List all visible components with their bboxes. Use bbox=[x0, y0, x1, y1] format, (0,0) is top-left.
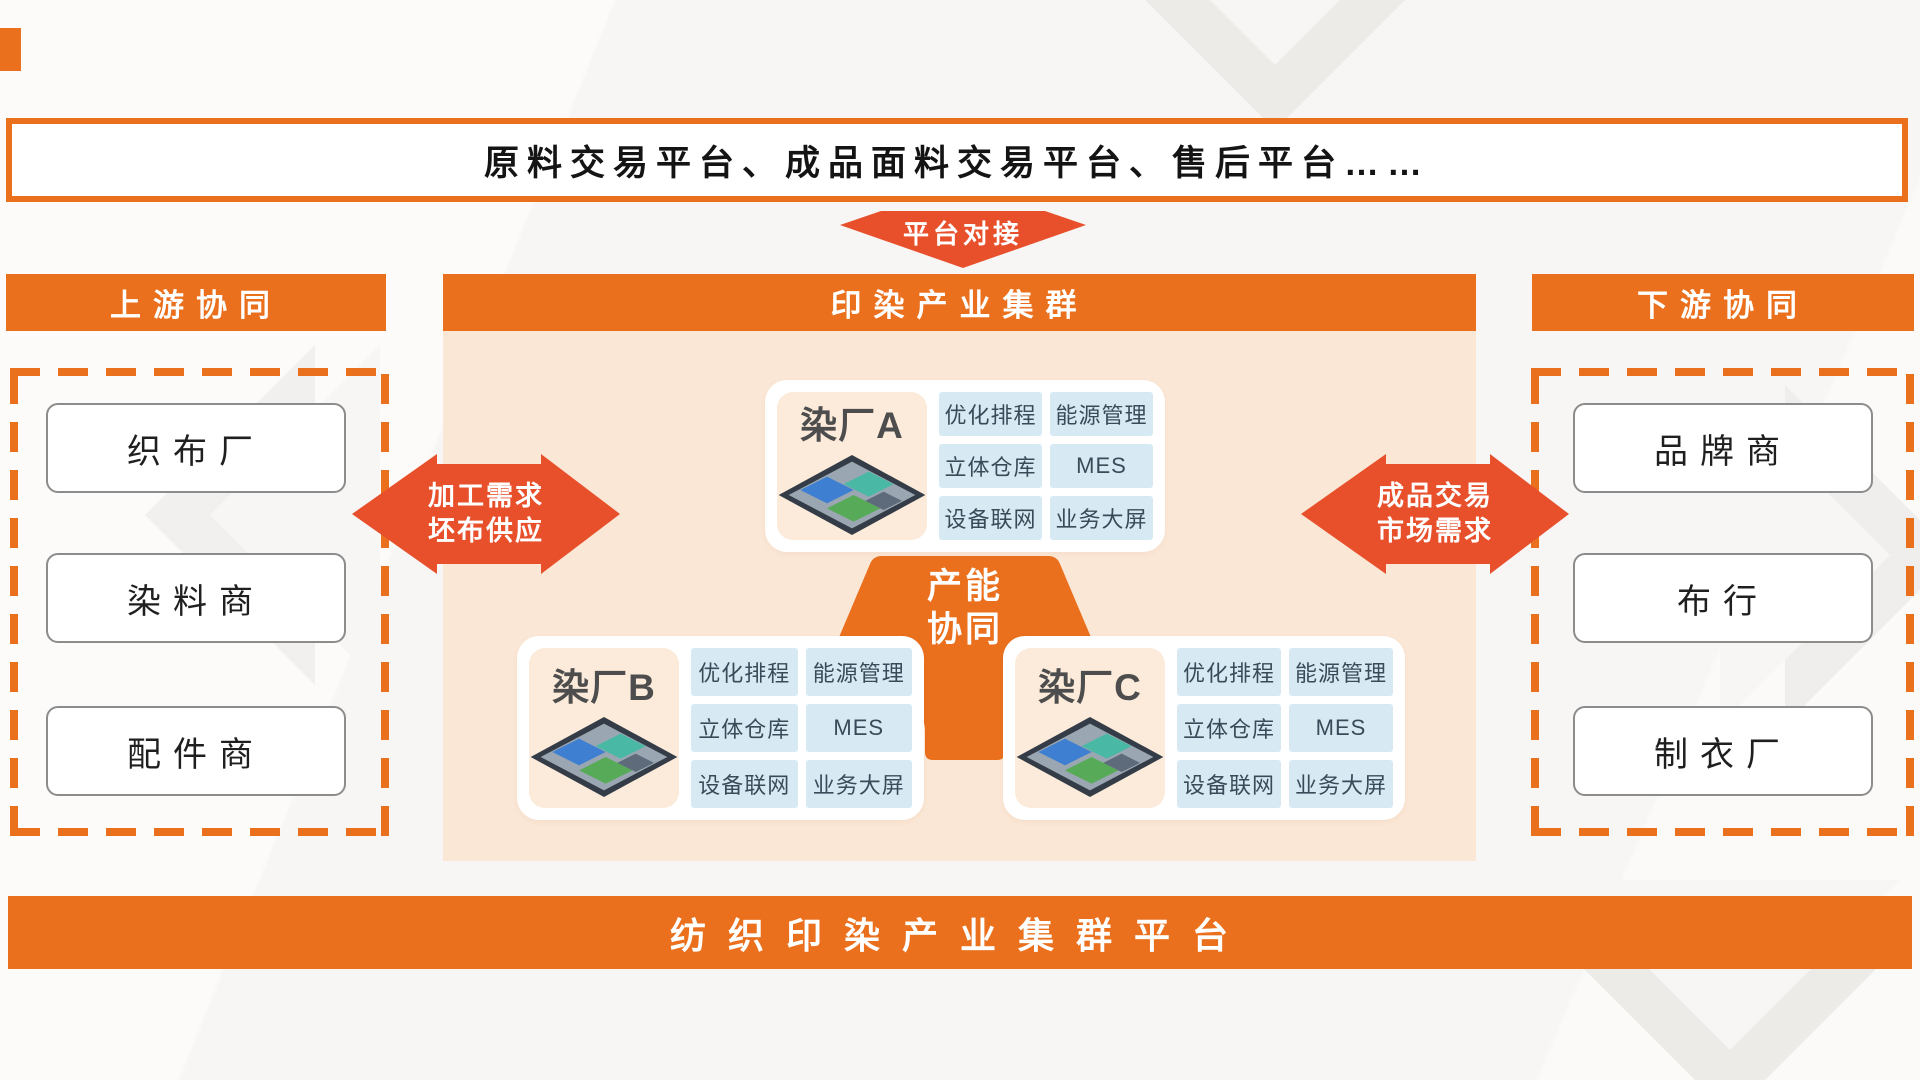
capability-tag: 业务大屏 bbox=[1050, 496, 1153, 540]
platform-connect-arrow: 平台对接 bbox=[840, 211, 1086, 268]
down-arrow-icon bbox=[840, 211, 1086, 268]
capability-tag: 设备联网 bbox=[939, 496, 1042, 540]
capacity-line2: 协同 bbox=[926, 610, 1003, 649]
cluster-header-label: 印染产业集群 bbox=[830, 288, 1089, 323]
capability-tag: 立体仓库 bbox=[1177, 704, 1281, 752]
background-chevron bbox=[1105, 0, 1445, 130]
downstream-header: 下游协同 bbox=[1532, 274, 1914, 331]
capability-tag: 业务大屏 bbox=[1289, 760, 1393, 808]
entity-label: 布行 bbox=[1677, 582, 1769, 621]
factory-tags: 优化排程 能源管理 立体仓库 MES 设备联网 业务大屏 bbox=[691, 648, 912, 808]
entity-label: 织布厂 bbox=[127, 432, 265, 471]
platform-bottom-label: 纺织印染产业集群平台 bbox=[669, 914, 1250, 956]
upstream-header-label: 上游协同 bbox=[110, 288, 282, 323]
flow-line2: 市场需求 bbox=[1377, 516, 1493, 546]
entity-dye-supplier: 染料商 bbox=[46, 553, 346, 643]
capability-tag: MES bbox=[805, 704, 912, 752]
downstream-header-label: 下游协同 bbox=[1637, 288, 1809, 323]
capability-tag: 优化排程 bbox=[691, 648, 798, 696]
capacity-line1: 产能 bbox=[926, 567, 1003, 606]
capability-tag: 能源管理 bbox=[805, 648, 912, 696]
platform-bottom-bar: 纺织印染产业集群平台 bbox=[8, 896, 1912, 969]
factory-tags: 优化排程 能源管理 立体仓库 MES 设备联网 业务大屏 bbox=[1177, 648, 1393, 808]
factory-name: 染厂C bbox=[1038, 667, 1142, 708]
capability-tag: MES bbox=[1289, 704, 1393, 752]
capability-tag: 设备联网 bbox=[691, 760, 798, 808]
entity-garment-factory: 制衣厂 bbox=[1573, 706, 1873, 796]
platform-connect-label: 平台对接 bbox=[902, 219, 1023, 249]
entity-fabric-trader: 布行 bbox=[1573, 553, 1873, 643]
cluster-header: 印染产业集群 bbox=[443, 274, 1476, 331]
capability-tag: 业务大屏 bbox=[805, 760, 912, 808]
downstream-flow-label: 成品交易 市场需求 bbox=[1295, 450, 1575, 578]
external-platforms-text: 原料交易平台、成品面料交易平台、售后平台…… bbox=[483, 143, 1430, 183]
entity-weaving-mill: 织布厂 bbox=[46, 403, 346, 493]
flow-line2: 坯布供应 bbox=[428, 516, 544, 546]
factory-3d-icon bbox=[778, 455, 926, 535]
factory-label-box: 染厂C bbox=[1015, 648, 1165, 808]
capability-tag: 能源管理 bbox=[1289, 648, 1393, 696]
capability-tag: 设备联网 bbox=[1177, 760, 1281, 808]
factory-tags: 优化排程 能源管理 立体仓库 MES 设备联网 业务大屏 bbox=[939, 392, 1153, 540]
capability-tag: 能源管理 bbox=[1050, 392, 1153, 436]
capability-tag: 立体仓库 bbox=[691, 704, 798, 752]
entity-brand-owner: 品牌商 bbox=[1573, 403, 1873, 493]
factory-name: 染厂B bbox=[552, 667, 656, 708]
capability-tag: 优化排程 bbox=[939, 392, 1042, 436]
factory-label-box: 染厂B bbox=[529, 648, 679, 808]
flow-line1: 成品交易 bbox=[1377, 481, 1493, 511]
flow-line1: 加工需求 bbox=[428, 481, 544, 511]
entity-label: 品牌商 bbox=[1654, 432, 1792, 471]
upstream-header: 上游协同 bbox=[6, 274, 386, 331]
factory-label-box: 染厂A bbox=[777, 392, 927, 540]
capability-tag: MES bbox=[1050, 444, 1153, 488]
capacity-synergy-label: 产能 协同 bbox=[820, 565, 1110, 651]
external-platforms-banner: 原料交易平台、成品面料交易平台、售后平台…… bbox=[6, 118, 1908, 202]
entity-label: 染料商 bbox=[127, 582, 265, 621]
factory-3d-icon bbox=[530, 717, 678, 797]
upstream-flow-label: 加工需求 坯布供应 bbox=[346, 450, 626, 578]
double-arrow-icon bbox=[1301, 454, 1569, 574]
double-arrow-icon bbox=[352, 454, 620, 574]
factory-card-a: 染厂A 优化排程 能源管理 立体仓库 MES 设备联网 业务大屏 bbox=[765, 380, 1165, 552]
entity-label: 配件商 bbox=[127, 735, 265, 774]
entity-accessory-supplier: 配件商 bbox=[46, 706, 346, 796]
corner-accent-bar bbox=[0, 28, 21, 71]
downstream-flow-arrow: 成品交易 市场需求 bbox=[1295, 450, 1575, 578]
factory-3d-icon bbox=[1016, 717, 1164, 797]
factory-name: 染厂A bbox=[800, 405, 904, 446]
capability-tag: 优化排程 bbox=[1177, 648, 1281, 696]
capability-tag: 立体仓库 bbox=[939, 444, 1042, 488]
upstream-flow-arrow: 加工需求 坯布供应 bbox=[346, 450, 626, 578]
factory-card-b: 染厂B 优化排程 能源管理 立体仓库 MES 设备联网 业务大屏 bbox=[517, 636, 924, 820]
factory-card-c: 染厂C 优化排程 能源管理 立体仓库 MES 设备联网 业务大屏 bbox=[1003, 636, 1405, 820]
capacity-synergy-shape bbox=[834, 556, 1096, 760]
entity-label: 制衣厂 bbox=[1654, 735, 1792, 774]
